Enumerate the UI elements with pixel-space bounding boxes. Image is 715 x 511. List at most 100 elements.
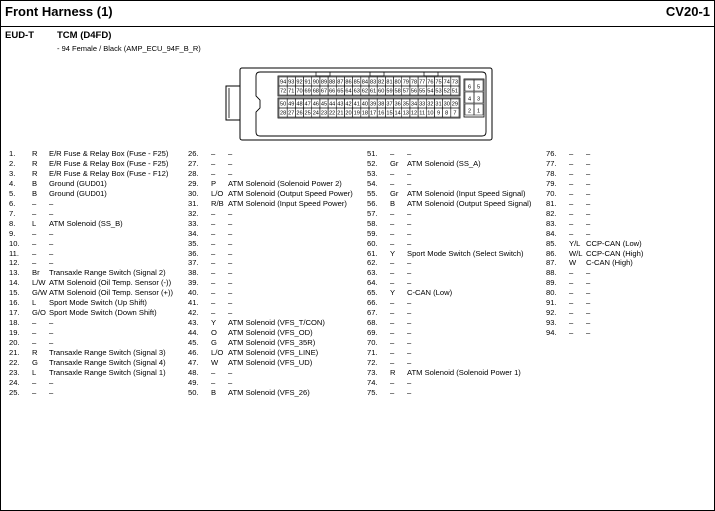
- pin-description: –: [228, 258, 233, 268]
- pin-row: 82.––: [546, 209, 643, 219]
- wire-color: R: [32, 149, 38, 158]
- pin-number: 34: [411, 102, 417, 108]
- pin-description: –: [407, 298, 412, 308]
- wire-color: Gr: [390, 188, 399, 198]
- pin-number: 58.: [367, 218, 378, 228]
- connector-housing: [239, 67, 493, 141]
- wire-color: R: [32, 348, 38, 358]
- pin-description: ATM Solenoid (Input Speed Power): [228, 198, 347, 208]
- wire-color: –: [32, 318, 37, 328]
- pin-row: 7.––: [9, 209, 173, 219]
- pin-number: 83.: [546, 218, 557, 228]
- pin-description: –: [586, 178, 591, 188]
- pin-number: 59: [386, 89, 392, 95]
- pin-description: –: [586, 149, 591, 158]
- wire-color: –: [32, 338, 37, 348]
- wire-color: –: [211, 258, 216, 268]
- pin-row: 41.––: [188, 298, 353, 308]
- pin-row: 67.––: [367, 308, 531, 318]
- pin-number: 87.: [546, 258, 557, 268]
- wire-color: –: [569, 198, 574, 208]
- pin-row: 18.––: [9, 318, 173, 328]
- wire-color: –: [211, 238, 216, 248]
- pin-number: 50: [280, 102, 286, 108]
- pin-number: 4: [468, 97, 471, 103]
- pin-row: 28.––: [188, 169, 353, 179]
- pin-number: 32.: [188, 208, 199, 218]
- pin-description: ATM Solenoid (VFS_35R): [228, 338, 316, 348]
- pin-number: 5.: [9, 188, 16, 198]
- wire-color: –: [211, 208, 216, 218]
- pin-row: 32.––: [188, 209, 353, 219]
- pin-number: 33.: [188, 218, 199, 228]
- pin-number: 78.: [546, 168, 557, 178]
- pin-number: 61: [370, 89, 376, 95]
- title-bar: Front Harness (1) CV20-1: [0, 0, 715, 27]
- pin-cell: [473, 103, 484, 116]
- pin-description: C-CAN (Low): [407, 288, 453, 298]
- pin-number: 70: [296, 89, 302, 95]
- pin-number: 19: [354, 111, 360, 117]
- pin-number: 63.: [367, 268, 378, 278]
- wire-color: –: [32, 377, 37, 387]
- wire-color: –: [390, 328, 395, 338]
- pin-number: 1: [477, 109, 480, 115]
- pin-number: 6: [468, 85, 471, 91]
- pin-description: –: [228, 268, 233, 278]
- pin-description: –: [407, 228, 412, 238]
- pin-description: –: [407, 149, 412, 158]
- pin-row: 63.––: [367, 268, 531, 278]
- pin-row: 9.––: [9, 229, 173, 239]
- pin-row: 19.––: [9, 328, 173, 338]
- pin-description: –: [586, 288, 591, 298]
- pin-row: 24.––: [9, 378, 173, 388]
- pin-description: –: [407, 308, 412, 318]
- pin-number: 80.: [546, 288, 557, 298]
- pin-number: 39: [370, 102, 376, 108]
- wire-color: –: [211, 218, 216, 228]
- pin-row: 33. – –: [188, 219, 353, 229]
- pin-number: 47.: [188, 358, 199, 368]
- wire-color: –: [390, 318, 395, 328]
- pin-description: Sport Mode Switch (Select Switch): [407, 248, 524, 258]
- wire-color: –: [390, 358, 395, 368]
- pin-number: 17.: [9, 308, 20, 318]
- wire-color: –: [569, 158, 574, 168]
- pin-row: 25.––: [9, 388, 173, 398]
- pin-description: –: [586, 228, 591, 238]
- pin-cell: [473, 79, 484, 92]
- pin-number: 86: [345, 80, 351, 86]
- pin-number: 94: [280, 80, 286, 86]
- wire-color: –: [390, 308, 395, 318]
- pin-number: 73.: [367, 367, 378, 377]
- wire-color: G/W: [32, 288, 48, 298]
- pin-number: 77.: [546, 158, 557, 168]
- pin-number: 25: [305, 111, 311, 117]
- wire-color: –: [390, 208, 395, 218]
- pin-row: 78.––: [546, 169, 643, 179]
- pin-description: –: [407, 338, 412, 348]
- wire-color: –: [390, 298, 395, 308]
- pin-description: –: [228, 218, 233, 228]
- pin-number: 83: [370, 80, 376, 86]
- pin-number: 16: [378, 111, 384, 117]
- pin-number: 79: [403, 80, 409, 86]
- pin-description: –: [228, 288, 233, 298]
- pin-number: 5: [477, 85, 480, 91]
- pin-number: 40.: [188, 288, 199, 298]
- pin-row: 89.––: [546, 278, 643, 288]
- pin-number: 48.: [188, 367, 199, 377]
- pin-description: –: [407, 208, 412, 218]
- pin-description: ATM Solenoid (VFS_OD): [228, 328, 313, 338]
- pin-row: 57.––: [367, 209, 531, 219]
- wire-color: –: [211, 228, 216, 238]
- pin-number: 13: [403, 111, 409, 117]
- pin-row: 49.––: [188, 378, 353, 388]
